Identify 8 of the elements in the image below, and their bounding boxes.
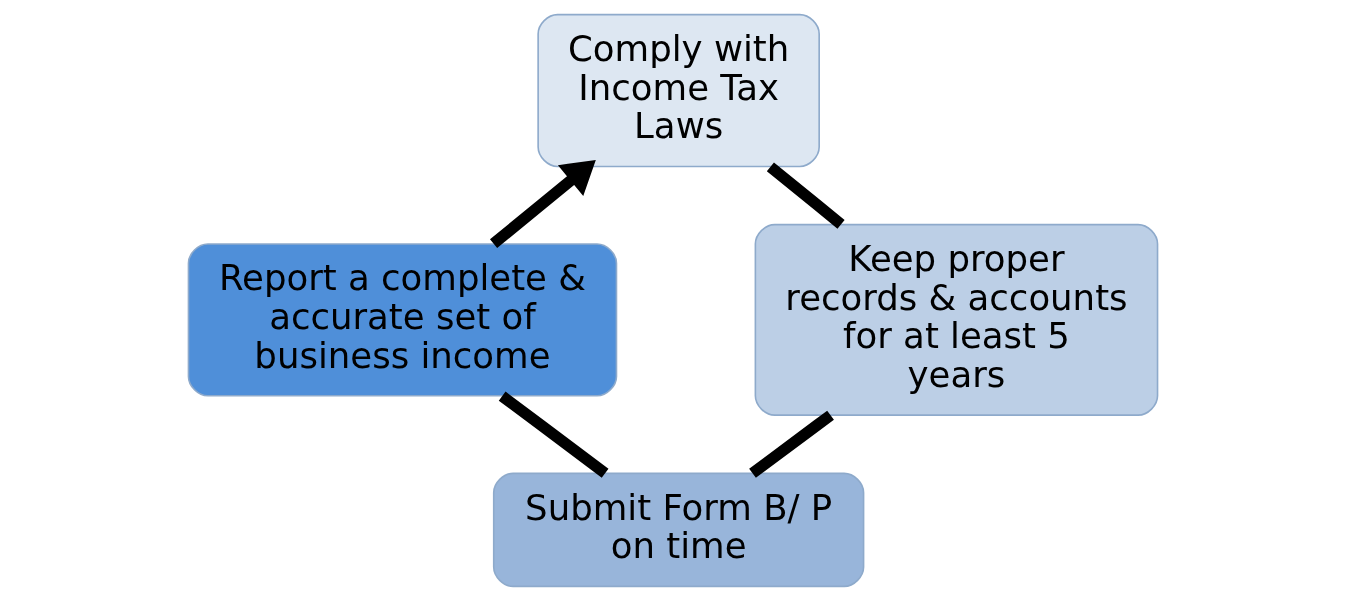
connector [748, 410, 834, 478]
node-box: Submit Form B/ P on time [492, 472, 864, 588]
node-box: Keep proper records & accounts for at least 5 years [754, 223, 1158, 416]
arrow [489, 159, 596, 249]
node-box: Comply with Income Tax Laws [536, 13, 820, 168]
node-box: Report a complete & accurate set of business income [187, 243, 617, 397]
connector [498, 391, 608, 478]
connector [766, 162, 845, 229]
